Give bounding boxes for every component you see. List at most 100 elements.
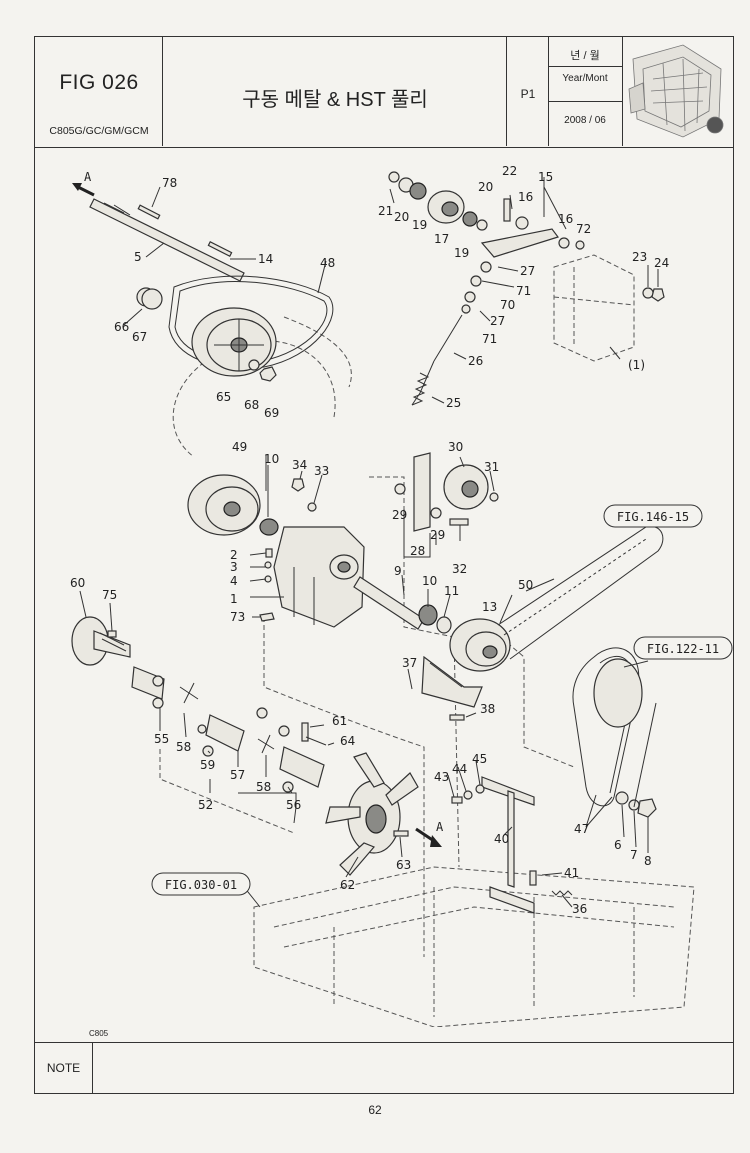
belt-guard-37 <box>421 655 483 708</box>
callout-78: 78 <box>162 176 177 190</box>
callout-43: 43 <box>434 770 449 784</box>
pulley-13 <box>449 618 511 672</box>
callout-69: 69 <box>264 406 279 420</box>
callout-11: 11 <box>444 584 459 598</box>
callout-55: 55 <box>154 732 169 746</box>
nut-24 <box>651 288 665 302</box>
ref-fig122: FIG.122-11 <box>633 636 733 660</box>
bolt-75 <box>107 630 117 638</box>
bolt-41 <box>529 870 537 886</box>
header-block: FIG 026 C805G/GC/GM/GCM 구동 메탈 & HST 풀리 P… <box>35 37 733 148</box>
footer-model-code: C805 <box>89 1029 109 1038</box>
callout-56: 56 <box>286 798 301 812</box>
callout-19a: 19 <box>412 218 427 232</box>
bearing-group-17 <box>388 171 488 231</box>
callout-17: 17 <box>434 232 449 246</box>
rod-26-spring-25 <box>411 261 492 406</box>
parts-sheet: FIG 026 C805G/GC/GM/GCM 구동 메탈 & HST 풀리 P… <box>34 36 734 1094</box>
ref-fig030: FIG.030-01 <box>151 872 251 896</box>
washer-3 <box>264 561 272 569</box>
bolt-63 <box>393 830 409 837</box>
leader-lines <box>79 177 659 908</box>
cross-58a <box>179 682 199 704</box>
callout-38: 38 <box>480 702 495 716</box>
callout-23: 23 <box>632 250 647 264</box>
bolt-43 <box>451 796 463 804</box>
date-divider-1 <box>549 66 623 67</box>
page-title: 구동 메탈 & HST 풀리 <box>242 89 428 111</box>
route-line-b <box>369 476 460 868</box>
assy-1-label: (1) <box>628 358 645 372</box>
bearing-10b <box>418 604 438 626</box>
callout-58b: 58 <box>256 780 271 794</box>
route-line-d <box>488 626 575 768</box>
arrow-a-top <box>77 185 95 197</box>
route-line-c <box>263 617 425 957</box>
note-label: NOTE <box>35 1043 93 1093</box>
callout-19b: 19 <box>454 246 469 260</box>
bushing-67 <box>141 288 163 310</box>
callout-22: 22 <box>502 164 517 178</box>
callout-7: 7 <box>630 848 638 862</box>
callout-27b: 27 <box>490 314 505 328</box>
hst-housing-1 <box>553 254 635 362</box>
route-line-a <box>283 316 352 388</box>
shaft-9 <box>353 576 425 630</box>
ref-fig122-label: FIG.122-11 <box>647 642 719 656</box>
callout-20b: 20 <box>478 180 493 194</box>
washer-6 <box>615 791 629 805</box>
bolt-61 <box>301 722 309 742</box>
washer-44 <box>463 790 473 800</box>
clip-73 <box>259 612 275 622</box>
callout-6: 6 <box>614 838 622 852</box>
callout-66: 66 <box>114 320 129 334</box>
date-divider-2 <box>549 101 623 102</box>
bracket-52 <box>159 749 295 834</box>
callout-13: 13 <box>482 600 497 614</box>
machine-thumbnail <box>628 44 724 138</box>
callout-65: 65 <box>216 390 231 404</box>
nut-8 <box>637 798 657 818</box>
callout-16b: 16 <box>558 212 573 226</box>
spacer-29b <box>430 507 442 519</box>
callout-8: 8 <box>644 854 652 868</box>
arm-15 <box>480 198 585 258</box>
washer-33 <box>307 502 317 512</box>
arrow-a-head <box>72 183 82 191</box>
spring-36 <box>551 890 573 896</box>
callout-14: 14 <box>258 252 273 266</box>
callout-72: 72 <box>576 222 591 236</box>
pulley-30 <box>443 464 489 510</box>
exploded-parts-diagram: FIG.146-15 FIG.122-11 FIG.030-01 A A (1)… <box>70 164 733 1027</box>
callout-25: 25 <box>446 396 461 410</box>
ref-fig030-label: FIG.030-01 <box>165 878 237 892</box>
arrow-a-label-bottom: A <box>436 820 444 834</box>
pulley-49 <box>187 474 261 536</box>
title-cell <box>163 37 507 146</box>
bearing-10a <box>259 518 279 536</box>
spacer-29a <box>394 483 406 495</box>
callout-1: 1 <box>230 592 238 606</box>
callout-49: 49 <box>232 440 247 454</box>
ref-fig146: FIG.146-15 <box>603 504 703 528</box>
callout-50: 50 <box>518 578 533 592</box>
callout-68: 68 <box>244 398 259 412</box>
date-label-en: Year/Mont <box>562 73 608 84</box>
callout-28: 28 <box>410 544 425 558</box>
callout-3: 3 <box>230 560 238 574</box>
callout-71a: 71 <box>516 284 531 298</box>
callout-44: 44 <box>452 762 467 776</box>
bracket-28 <box>413 452 431 532</box>
callout-27a: 27 <box>520 264 535 278</box>
shaft-5 <box>89 198 245 282</box>
callout-70: 70 <box>500 298 515 312</box>
callout-2: 2 <box>230 548 238 562</box>
callout-31: 31 <box>484 460 499 474</box>
callout-29b: 29 <box>430 528 445 542</box>
callout-9: 9 <box>394 564 402 578</box>
yoke-56 <box>278 725 325 793</box>
callout-71b: 71 <box>482 332 497 346</box>
callout-61: 61 <box>332 714 347 728</box>
nut-34 <box>291 478 305 492</box>
